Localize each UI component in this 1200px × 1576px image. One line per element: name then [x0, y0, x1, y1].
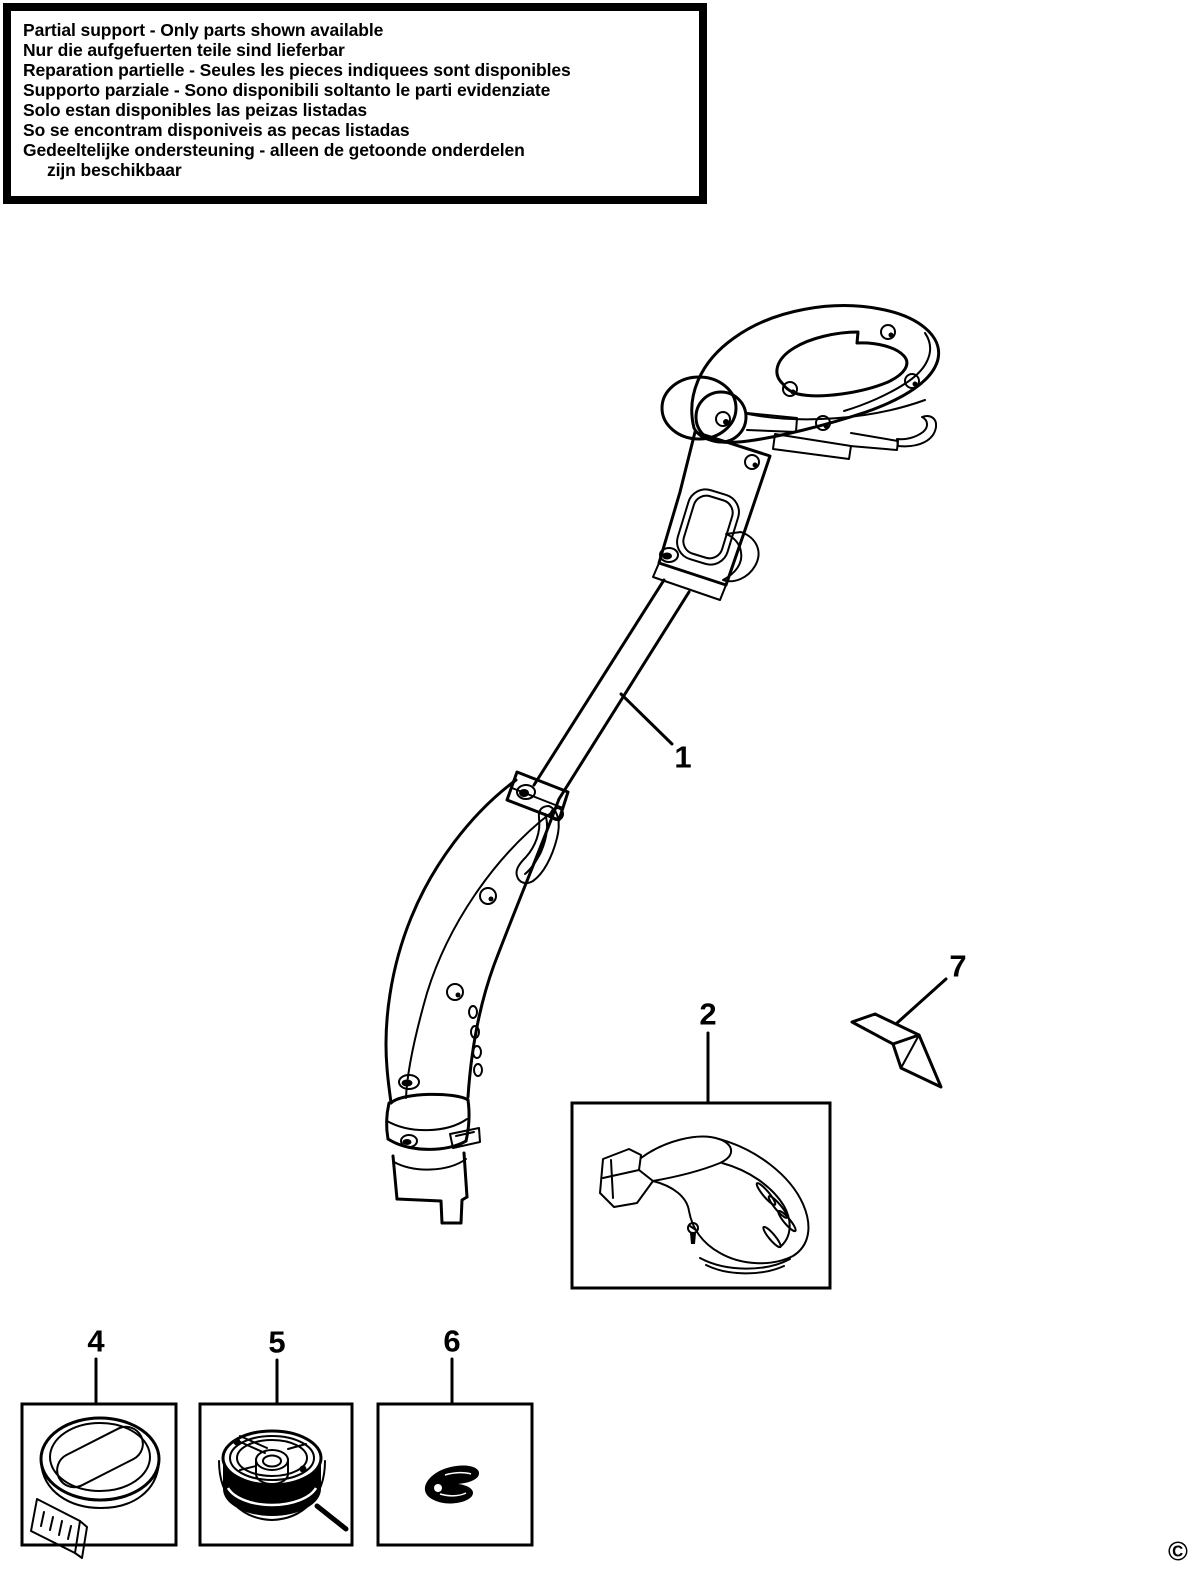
leader-line-7: [895, 977, 948, 1025]
part-label-6: 6: [443, 1323, 461, 1359]
spool-cover-callout-box: [20, 1402, 178, 1547]
guard-screw-illustration: [687, 1222, 699, 1244]
part-label-5: 5: [268, 1324, 286, 1360]
lever-illustration: [424, 1465, 480, 1504]
guard-illustration: [599, 1135, 810, 1275]
notice-line-de: Nur die aufgefuerten teile sind lieferba…: [23, 40, 345, 60]
part-label-4: 4: [87, 1323, 105, 1359]
notice-line-en: Partial support - Only parts shown avail…: [23, 20, 384, 40]
part-label-2: 2: [699, 996, 717, 1032]
trimmer-illustration: [384, 304, 941, 1225]
copyright-symbol: ©: [1168, 1536, 1188, 1567]
blade-illustration: [850, 1012, 943, 1089]
notice-line-it: Supporto parziale - Sono disponibili sol…: [23, 80, 551, 100]
notice-line-nl: Gedeeltelijke ondersteuning - alleen de …: [23, 140, 525, 160]
leader-line-1: [619, 692, 674, 746]
partial-support-notice: Partial support - Only parts shown avail…: [3, 3, 707, 204]
notice-line-fr: Reparation partielle - Seules les pieces…: [23, 60, 571, 80]
notice-line-pt: So se encontram disponiveis as pecas lis…: [23, 120, 410, 140]
part-label-7: 7: [949, 948, 967, 984]
spool-cover-illustration: [30, 1416, 161, 1559]
notice-line-es: Solo estan disponibles las peizas listad…: [23, 100, 367, 120]
guard-callout-box: [570, 1101, 832, 1290]
part-label-1: 1: [674, 739, 692, 775]
spool-callout-box: [198, 1402, 354, 1547]
spool-illustration: [218, 1429, 349, 1532]
lever-callout-box: [376, 1402, 534, 1547]
notice-line-nl-2: zijn beschikbaar: [47, 160, 182, 180]
